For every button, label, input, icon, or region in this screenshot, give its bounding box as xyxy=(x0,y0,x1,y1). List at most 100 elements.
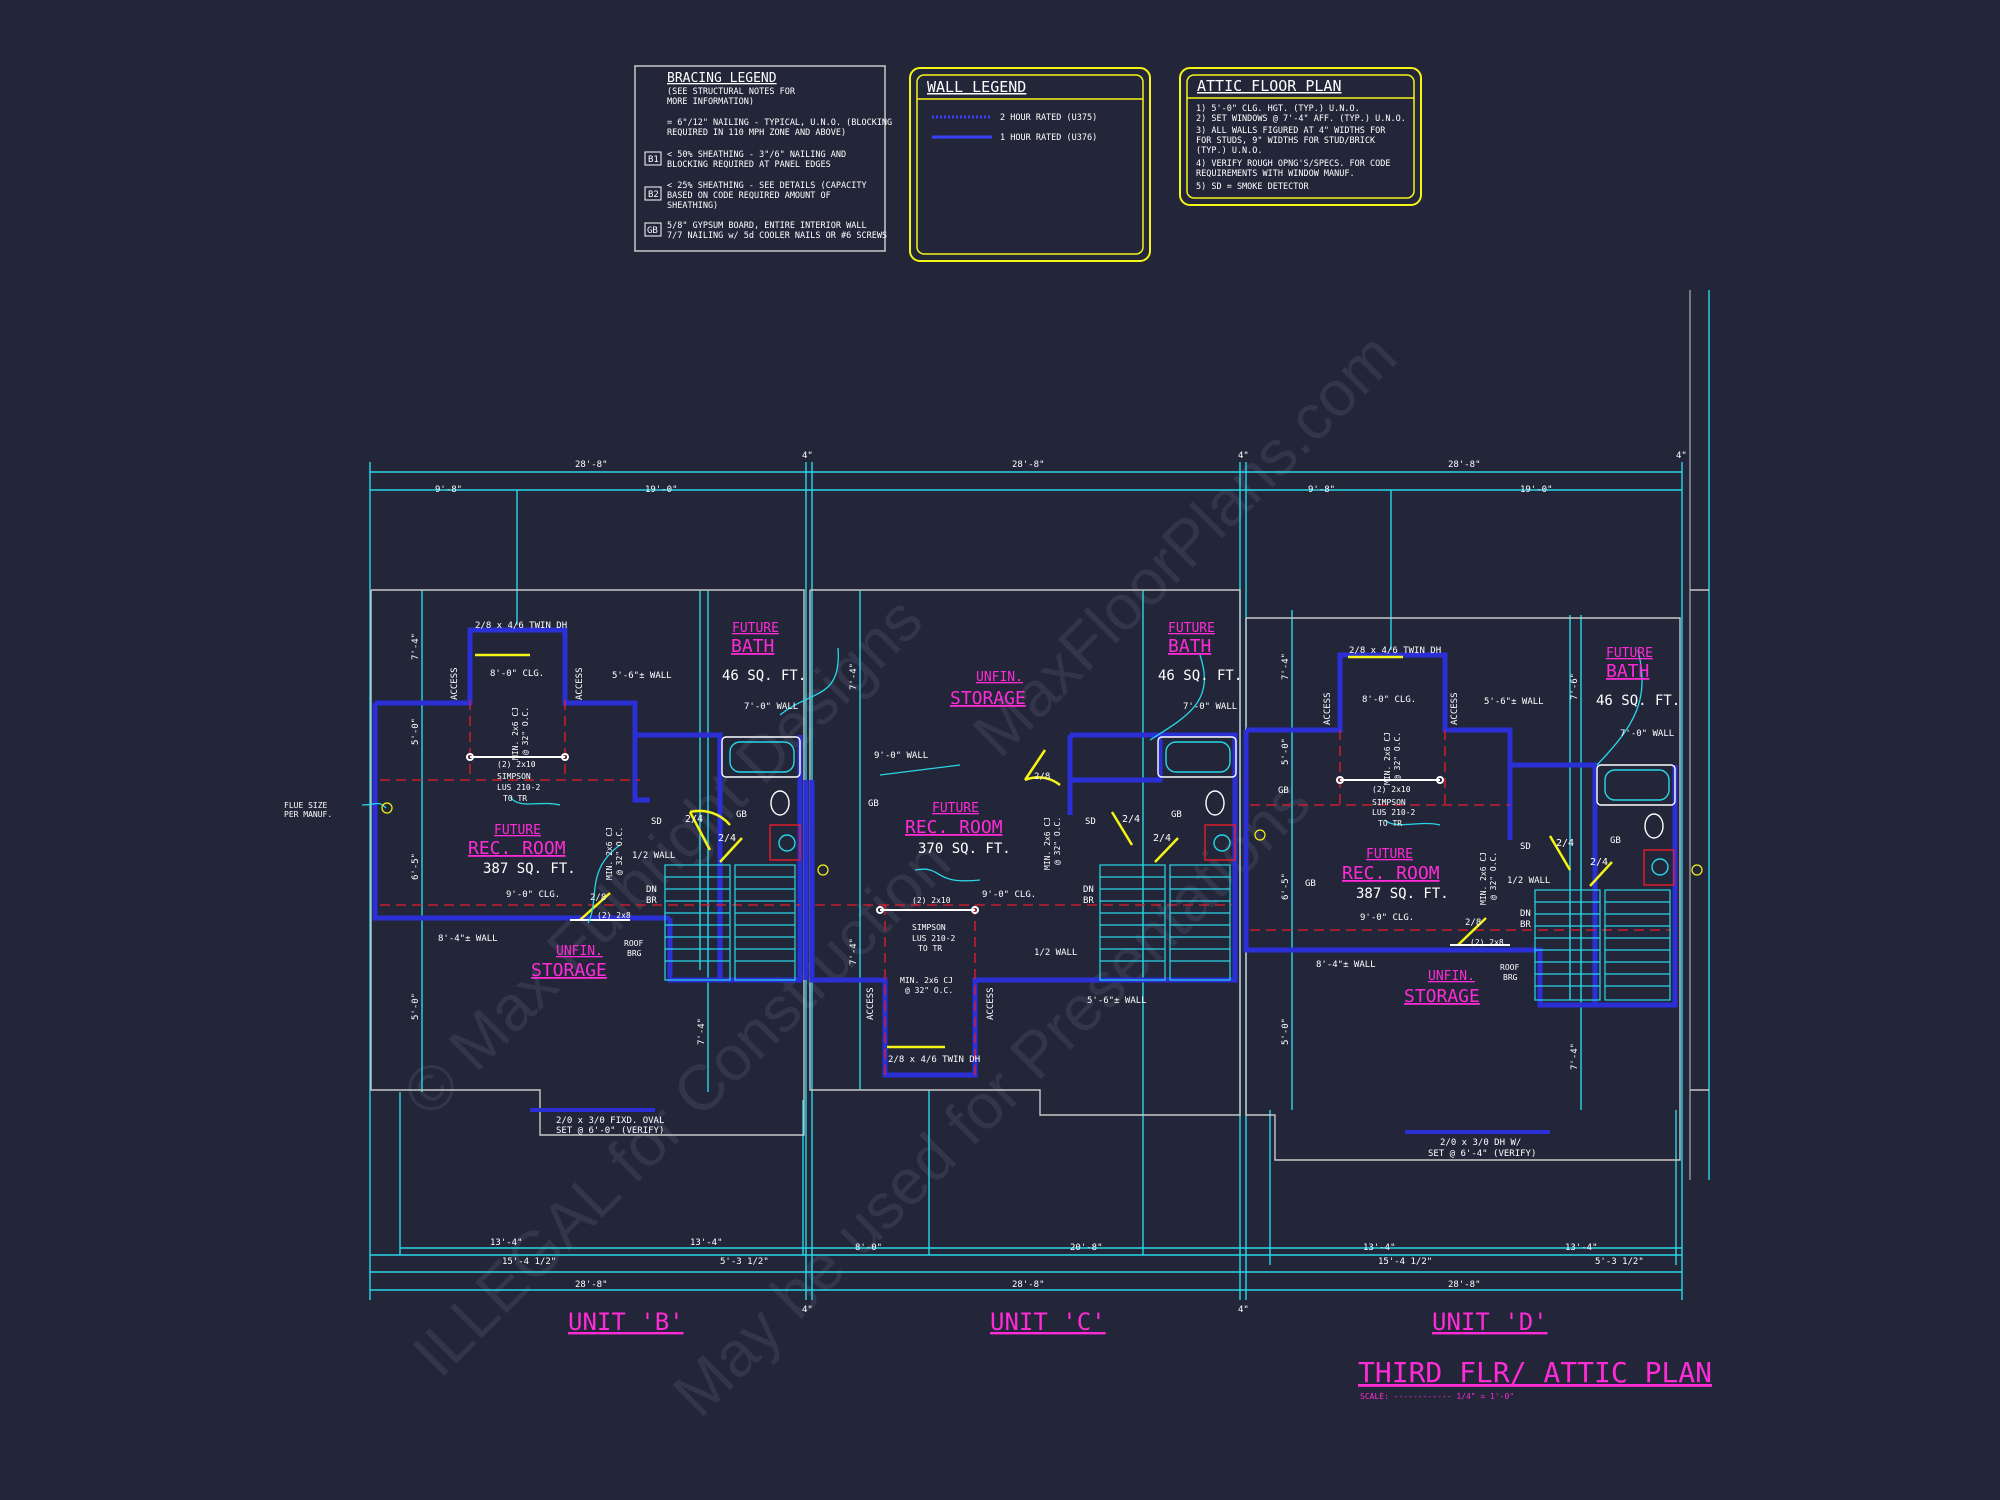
plan-annotation: TO TR xyxy=(1378,819,1402,828)
plan-annotation: 2/4 xyxy=(1153,833,1171,844)
plan-annotation: 5'-3 1/2" xyxy=(1595,1257,1644,1267)
plan-annotation: SET @ 6'-0" (VERIFY) xyxy=(556,1126,664,1136)
plan-annotation: 8'-4"± WALL xyxy=(438,934,498,944)
plan-annotation: SIMPSON xyxy=(912,923,946,932)
plan-annotation: (2) 2x10 xyxy=(497,760,536,769)
plan-annotation: 19'-0" xyxy=(645,485,678,495)
plan-annotation: @ 32" O.C. xyxy=(1393,732,1402,780)
plan-annotation: BRG xyxy=(627,949,642,958)
plan-annotation: ACCESS xyxy=(450,667,460,700)
plan-annotation: 1/2 WALL xyxy=(632,851,675,861)
plan-annotation: BLOCKING REQUIRED AT PANEL EDGES xyxy=(667,160,831,170)
plan-annotation: 7'-4" xyxy=(849,663,859,690)
unit-labels: UNIT 'B' UNIT 'C' UNIT 'D' xyxy=(568,1308,1548,1336)
plan-annotation: @ 32" O.C. xyxy=(1053,817,1062,865)
sink xyxy=(778,834,796,852)
plan-annotation: 5) SD = SMOKE DETECTOR xyxy=(1196,182,1309,192)
plan-annotation: ACCESS xyxy=(866,987,876,1020)
plan-annotation: 28'-8" xyxy=(1448,1280,1481,1290)
plan-annotation: (2) 2x8 xyxy=(1470,938,1504,947)
plan-annotation: 13'-4" xyxy=(490,1238,523,1248)
plan-annotation: 5'-6"± WALL xyxy=(1087,996,1147,1006)
beams xyxy=(466,753,1550,1134)
plan-annotation: 8'-0" CLG. xyxy=(490,669,544,679)
plan-annotation: (2) 2x10 xyxy=(1372,785,1411,794)
plan-annotation: 9'-0" CLG. xyxy=(1360,913,1414,923)
plan-annotation: REC. ROOM xyxy=(468,838,566,859)
plan-annotation: ACCESS xyxy=(1450,692,1460,725)
plan-annotation: 2/4 xyxy=(1590,857,1608,868)
plan-annotation: 2/0 x 3/0 FIXD. OVAL xyxy=(556,1116,664,1126)
plan-annotation: 7'-4" xyxy=(1570,1043,1580,1070)
plan-annotation: B2 xyxy=(648,190,659,200)
plan-annotation: 5/8" GYPSUM BOARD, ENTIRE INTERIOR WALL xyxy=(667,221,867,231)
plan-annotation: < 25% SHEATHING - SEE DETAILS (CAPACITY xyxy=(667,181,867,191)
plan-annotation: 7'-4" xyxy=(697,1018,707,1045)
dimension-text: 28'-8" 4" 28'-8" 4" 28'-8" 4" 9'-8" 19'-… xyxy=(411,451,1687,1315)
bracing-legend-title: BRACING LEGEND xyxy=(667,71,777,86)
plan-annotation: 7'-6" xyxy=(1570,673,1580,700)
plan-annotation: GB xyxy=(736,810,747,820)
plan-annotation: (2) 2x8 xyxy=(597,911,631,920)
plan-annotation: FUTURE xyxy=(1366,847,1413,862)
smoke-detectors xyxy=(381,802,1703,876)
wall-legend-title: WALL LEGEND xyxy=(927,78,1026,96)
plan-annotation: 9'-0" CLG. xyxy=(506,890,560,900)
plan-annotation: UNFIN. xyxy=(976,670,1023,685)
plan-annotation: ACCESS xyxy=(575,667,585,700)
plan-annotation: UNFIN. xyxy=(556,944,603,959)
plan-annotation: 19'-0" xyxy=(1520,485,1553,495)
plan-annotation: 7'-4" xyxy=(411,633,421,660)
plan-annotation: (SEE STRUCTURAL NOTES FOR xyxy=(667,87,796,97)
plan-annotation: LUS 210-2 xyxy=(1372,808,1416,817)
plan-annotation: FUTURE xyxy=(932,801,979,816)
plan-annotation: 2/4 xyxy=(1556,838,1574,849)
plan-annotation: SHEATHING) xyxy=(667,201,718,211)
plan-annotation: ACCESS xyxy=(986,987,996,1020)
plan-annotation: B1 xyxy=(648,155,659,165)
plan-annotation: ROOF xyxy=(624,939,643,948)
plan-annotation: REQUIREMENTS WITH WINDOW MANUF. xyxy=(1196,169,1355,179)
plan-annotation: 1/2 WALL xyxy=(1507,876,1550,886)
bath-fixtures xyxy=(721,736,1676,886)
plan-annotation: SD xyxy=(1085,817,1096,827)
plan-annotation: BATH xyxy=(1606,661,1649,682)
plan-annotation: 13'-4" xyxy=(690,1238,723,1248)
wall-legend: WALL LEGEND 2 HOUR RATED (U375) 1 HOUR R… xyxy=(909,67,1151,262)
plan-annotation: 1/2 WALL xyxy=(1034,948,1077,958)
plan-annotation: 7'-0" WALL xyxy=(744,702,798,712)
room-labels: FUTURE REC. ROOM FUTURE BATH UNFIN. STOR… xyxy=(284,621,1680,1159)
plan-annotation: 8'-0" CLG. xyxy=(1362,695,1416,705)
plan-annotation: GB xyxy=(1278,786,1289,796)
attic-notes-title: ATTIC FLOOR PLAN xyxy=(1197,77,1342,95)
plan-annotation: 28'-8" xyxy=(1448,460,1481,470)
plan-annotation: MIN. 2x6 CJ xyxy=(1383,732,1392,785)
plan-annotation: SIMPSON xyxy=(497,772,531,781)
hidden-lines xyxy=(380,700,1670,1075)
wall-legend-row-2: 1 HOUR RATED (U376) xyxy=(1000,133,1097,143)
plan-annotation: 2/8 x 4/6 TWIN DH xyxy=(1349,646,1441,656)
plan-annotation: DN xyxy=(646,885,657,895)
plan-annotation: 13'-4" xyxy=(1565,1243,1598,1253)
plan-annotation: GB xyxy=(1171,810,1182,820)
plan-annotation: 4" xyxy=(1676,451,1687,461)
wall-legend-row-1: 2 HOUR RATED (U375) xyxy=(1000,113,1097,123)
bathtub xyxy=(1157,736,1237,778)
plan-annotation: GB xyxy=(1610,836,1621,846)
plan-annotation: 9'-8" xyxy=(435,485,462,495)
plan-annotation: STORAGE xyxy=(1404,986,1480,1007)
plan-scale: SCALE: ------------ 1/4" = 1'-0" xyxy=(1360,1392,1514,1401)
plan-annotation: 15'-4 1/2" xyxy=(1378,1257,1432,1267)
plan-annotation: BR xyxy=(1520,920,1531,930)
plan-title: THIRD FLR/ ATTIC PLAN xyxy=(1358,1356,1712,1389)
plan-annotation: 7'-0" WALL xyxy=(1620,729,1674,739)
stairs xyxy=(664,864,1671,1001)
plan-annotation: 387 SQ. FT. xyxy=(1356,886,1449,902)
plan-annotation: 28'-8" xyxy=(1012,1280,1045,1290)
plan-annotation: 2/8 xyxy=(1034,772,1050,782)
plan-annotation: MIN. 2x6 CJ xyxy=(1043,817,1052,870)
plan-annotation: 2/8 x 4/6 TWIN DH xyxy=(475,621,567,631)
plan-annotation: MIN. 2x6 CJ xyxy=(900,976,953,985)
plan-annotation: 6'-5" xyxy=(1281,873,1291,900)
